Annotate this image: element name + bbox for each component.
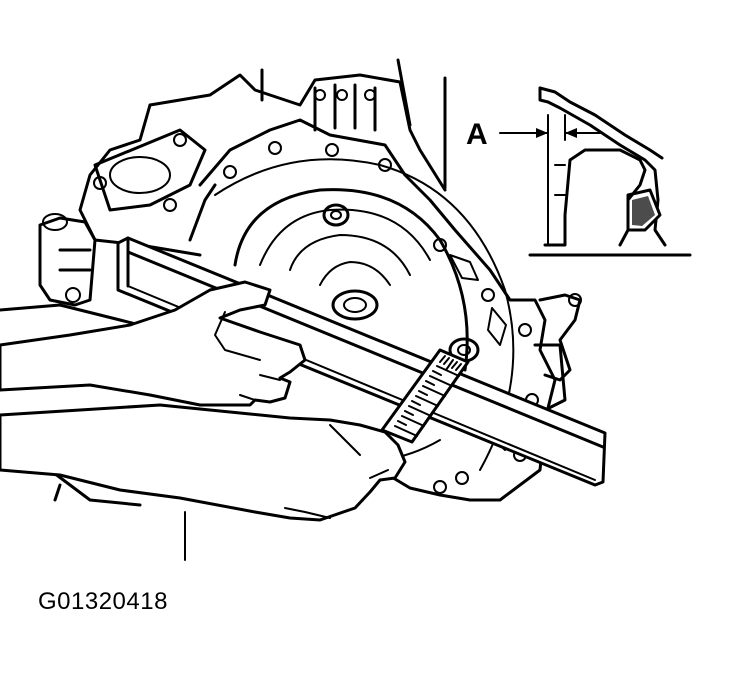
upper-hand (0, 280, 307, 407)
inset-detail: A (466, 86, 692, 257)
measuring-scale (380, 348, 470, 444)
figure-code: G01320418 (38, 588, 168, 615)
dimension-callout-label: A (466, 118, 488, 151)
lower-hand (0, 403, 407, 561)
